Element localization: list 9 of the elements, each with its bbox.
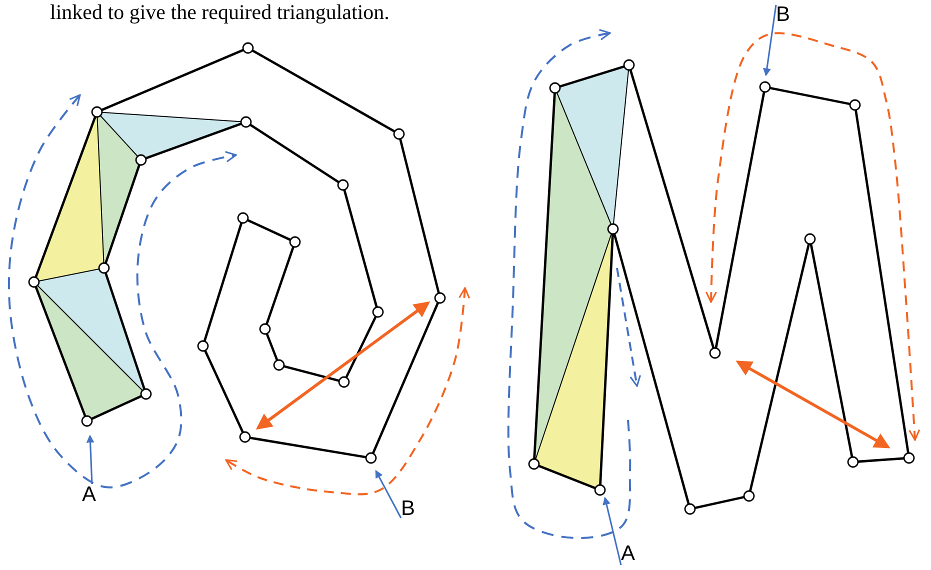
point-label: A <box>82 484 96 506</box>
point-label: A <box>621 543 636 565</box>
leader-arrow <box>375 470 402 518</box>
point-label: B <box>776 4 790 26</box>
leader-arrow <box>762 4 777 76</box>
caption-text: linked to give the required triangulation. <box>50 1 390 23</box>
leader-arrow <box>86 434 94 484</box>
point-label: B <box>401 498 416 520</box>
leader-arrow <box>602 496 622 566</box>
